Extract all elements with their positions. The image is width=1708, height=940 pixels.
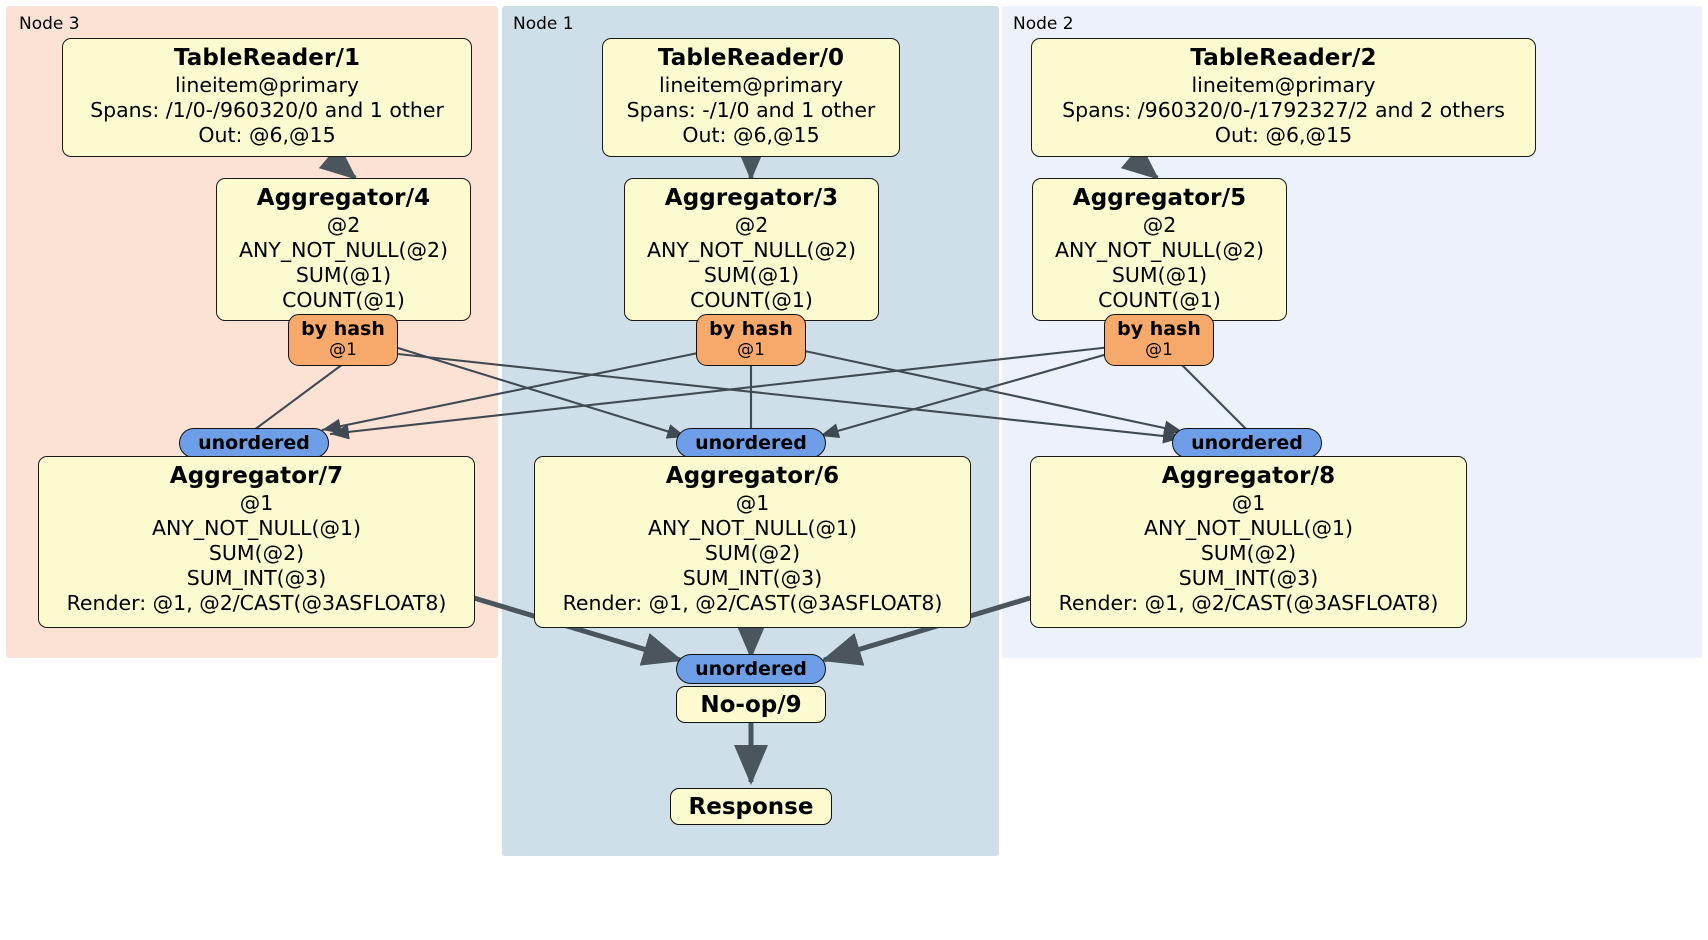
processor-line: Spans: /960320/0-/1792327/2 and 2 others [1062, 97, 1505, 122]
processor-title: Aggregator/7 [169, 463, 344, 489]
processor-line: @1 [735, 490, 770, 515]
edge-agg7-to-unordered-final [473, 595, 683, 666]
edge-hash-center-to-unordered-right [799, 348, 1184, 436]
stream-unordered-final[interactable]: unordered [676, 654, 826, 684]
edge-tr2-to-agg5 [1120, 144, 1160, 180]
processor-aggregator-4[interactable]: Aggregator/4 @2 ANY_NOT_NULL(@2) SUM(@1)… [216, 178, 471, 321]
processor-line: lineitem@primary [658, 72, 844, 97]
processor-aggregator-6[interactable]: Aggregator/6 @1 ANY_NOT_NULL(@1) SUM(@2)… [534, 456, 971, 628]
edge-hash-right-to-unordered-left [329, 345, 1112, 440]
processor-line: lineitem@primary [174, 72, 360, 97]
processor-line: SUM_INT(@3) [186, 565, 327, 590]
router-column: @1 [1145, 340, 1173, 361]
stream-unordered-left[interactable]: unordered [179, 428, 329, 458]
processor-title: Aggregator/5 [1072, 185, 1247, 211]
processor-line: SUM(@2) [208, 540, 305, 565]
router-label: by hash [1117, 318, 1201, 341]
router-label: by hash [709, 318, 793, 341]
processor-line: ANY_NOT_NULL(@1) [647, 515, 858, 540]
processor-line: ANY_NOT_NULL(@2) [646, 237, 857, 262]
processor-line: @2 [734, 212, 769, 237]
processor-table-reader-1[interactable]: TableReader/1 lineitem@primary Spans: /1… [62, 38, 472, 157]
processor-line: ANY_NOT_NULL(@2) [238, 237, 449, 262]
processor-title: Aggregator/6 [665, 463, 840, 489]
processor-aggregator-5[interactable]: Aggregator/5 @2 ANY_NOT_NULL(@2) SUM(@1)… [1032, 178, 1287, 321]
processor-line: COUNT(@1) [690, 287, 813, 312]
edge-hash-center-to-unordered-left [321, 350, 704, 434]
processor-line: ANY_NOT_NULL(@2) [1054, 237, 1265, 262]
processor-table-reader-0[interactable]: TableReader/0 lineitem@primary Spans: -/… [602, 38, 900, 157]
processor-line: Spans: -/1/0 and 1 other [626, 97, 876, 122]
processor-line: @1 [239, 490, 274, 515]
stream-label: unordered [695, 658, 807, 680]
processor-line: Render: @1, @2/CAST(@3ASFLOAT8) [1058, 590, 1439, 615]
processor-line: SUM(@2) [704, 540, 801, 565]
processor-line: @2 [326, 212, 361, 237]
processor-line: lineitem@primary [1191, 72, 1376, 97]
processor-line: Render: @1, @2/CAST(@3ASFLOAT8) [66, 590, 447, 615]
processor-title: TableReader/0 [657, 45, 845, 71]
processor-aggregator-7[interactable]: Aggregator/7 @1 ANY_NOT_NULL(@1) SUM(@2)… [38, 456, 475, 628]
stream-unordered-right[interactable]: unordered [1172, 428, 1322, 458]
processor-line: COUNT(@1) [1098, 287, 1221, 312]
processor-line: SUM_INT(@3) [682, 565, 823, 590]
processor-line: ANY_NOT_NULL(@1) [1143, 515, 1354, 540]
edge-hash-left-to-unordered-left [253, 363, 344, 431]
edge-hash-left-to-unordered-right [397, 352, 1183, 444]
processor-line: Render: @1, @2/CAST(@3ASFLOAT8) [562, 590, 943, 615]
processor-line: @1 [1231, 490, 1266, 515]
processor-line: SUM_INT(@3) [1178, 565, 1319, 590]
processor-line: SUM(@2) [1200, 540, 1297, 565]
processor-line: SUM(@1) [703, 262, 800, 287]
processor-line: Spans: /1/0-/960320/0 and 1 other [90, 97, 444, 122]
processor-line: Out: @6,@15 [1214, 122, 1353, 147]
processor-title: Response [688, 793, 814, 820]
processor-title: Aggregator/3 [664, 185, 839, 211]
panel-node-1-label: Node 1 [513, 14, 574, 34]
processor-noop-9[interactable]: No-op/9 [676, 686, 826, 723]
stream-label: unordered [198, 432, 310, 454]
edge-hash-right-to-unordered-right [1180, 363, 1248, 431]
edge-hash-left-to-unordered-center [397, 346, 687, 439]
panel-node-3-label: Node 3 [19, 14, 80, 34]
router-by-hash-right[interactable]: by hash @1 [1104, 314, 1214, 366]
stream-label: unordered [1191, 432, 1303, 454]
processor-line: @2 [1142, 212, 1177, 237]
processor-title: Aggregator/4 [256, 185, 431, 211]
processor-title: TableReader/1 [173, 45, 361, 71]
router-by-hash-left[interactable]: by hash @1 [288, 314, 398, 366]
stream-label: unordered [695, 432, 807, 454]
processor-title: Aggregator/8 [1161, 463, 1336, 489]
processor-line: Out: @6,@15 [198, 122, 336, 147]
edge-agg8-to-unordered-final [821, 595, 1031, 666]
router-label: by hash [301, 318, 385, 341]
router-by-hash-center[interactable]: by hash @1 [696, 314, 806, 366]
processor-aggregator-8[interactable]: Aggregator/8 @1 ANY_NOT_NULL(@1) SUM(@2)… [1030, 456, 1467, 628]
processor-aggregator-3[interactable]: Aggregator/3 @2 ANY_NOT_NULL(@2) SUM(@1)… [624, 178, 879, 321]
processor-title: No-op/9 [700, 691, 802, 718]
router-column: @1 [737, 340, 765, 361]
processor-line: Out: @6,@15 [682, 122, 820, 147]
processor-response[interactable]: Response [670, 788, 832, 825]
processor-line: SUM(@1) [1111, 262, 1208, 287]
processor-table-reader-2[interactable]: TableReader/2 lineitem@primary Spans: /9… [1031, 38, 1536, 157]
processor-title: TableReader/2 [1190, 45, 1377, 71]
panel-node-2-label: Node 2 [1013, 14, 1074, 34]
processor-line: ANY_NOT_NULL(@1) [151, 515, 362, 540]
edge-hash-right-to-unordered-center [819, 351, 1112, 439]
stream-unordered-center[interactable]: unordered [676, 428, 826, 458]
edge-tr1-to-agg4 [318, 144, 358, 180]
processor-line: SUM(@1) [295, 262, 392, 287]
processor-line: COUNT(@1) [282, 287, 405, 312]
router-column: @1 [329, 340, 357, 361]
